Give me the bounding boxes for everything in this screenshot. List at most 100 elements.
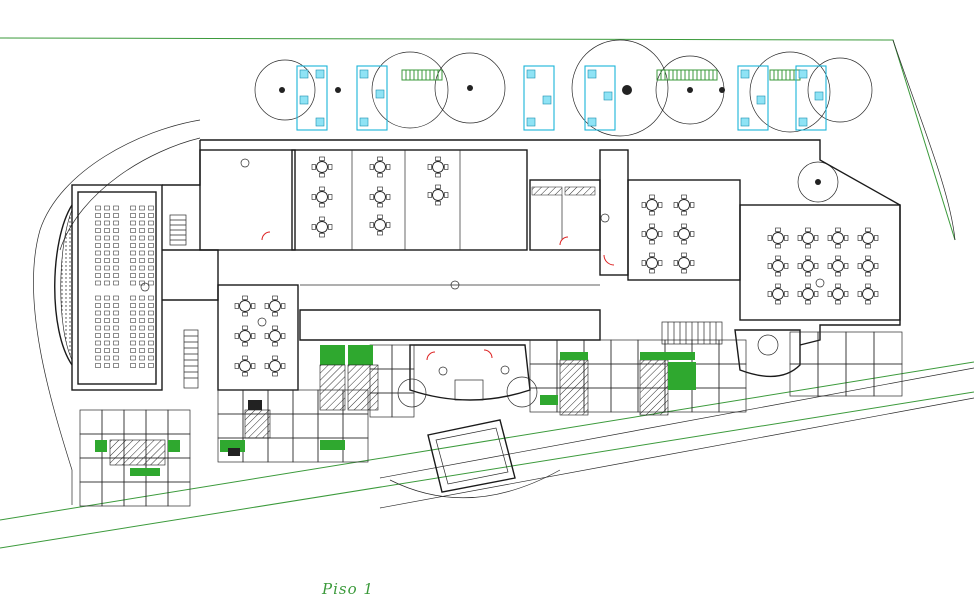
auditorium-seat (104, 243, 110, 248)
auditorium-seat (113, 235, 119, 241)
auditorium-seat (113, 310, 119, 316)
auditorium-seat (130, 318, 136, 323)
paving-tile (691, 363, 720, 389)
paving-tile (242, 437, 269, 463)
auditorium-seat (148, 348, 154, 353)
site-boundary (0, 37, 974, 549)
dining-table-icon (673, 223, 695, 245)
auditorium-seat (104, 340, 110, 346)
paving-tile (610, 339, 639, 365)
garden-terrace (254, 39, 873, 203)
auditorium-seat (113, 333, 119, 338)
auditorium-seat (139, 228, 145, 233)
dining-table-icon (427, 156, 449, 178)
plan-title: Piso 1 (322, 580, 374, 598)
dining-table-icon (427, 184, 449, 206)
auditorium-seat (113, 280, 119, 286)
auditorium-seat (113, 213, 119, 218)
auditorium-seat (95, 265, 101, 271)
paving-tile (217, 413, 244, 439)
door-swing-icon (559, 236, 569, 246)
auditorium-seat (139, 348, 145, 353)
paving-tile (610, 363, 639, 389)
auditorium-seat (130, 205, 136, 211)
paving-tile (817, 363, 847, 397)
auditorium-seat (113, 205, 119, 211)
planter-icon (296, 65, 827, 131)
auditorium-seat (139, 235, 145, 241)
auditorium-seat (95, 310, 101, 316)
auditorium-seat (130, 250, 136, 256)
tree-icon (749, 51, 831, 133)
auditorium-seat (130, 220, 136, 226)
auditorium-seat (139, 265, 145, 271)
paving-tile (267, 413, 294, 439)
auditorium-seat (148, 205, 154, 211)
paving-tile (718, 339, 747, 365)
dining-table-icon (311, 216, 333, 238)
paving-tile (79, 481, 103, 507)
auditorium-seat (113, 348, 119, 353)
landscape-blocks (95, 345, 696, 476)
auditorium-seat (148, 280, 154, 286)
auditorium-seat (148, 318, 154, 323)
auditorium-seat (95, 363, 101, 368)
dining-table-icon (234, 325, 256, 347)
auditorium-seat (113, 303, 119, 308)
auditorium-seat (130, 273, 136, 278)
auditorium-seat (104, 363, 110, 368)
auditorium-seat (139, 295, 145, 301)
walkway (379, 367, 974, 509)
dining-table-icon (234, 295, 256, 317)
auditorium-seat (104, 235, 110, 241)
auditorium-seat (130, 243, 136, 248)
stairs-icon (169, 214, 723, 389)
auditorium-seat (104, 228, 110, 233)
building-walls (54, 139, 901, 401)
auditorium-seat (139, 333, 145, 338)
tree-icon (797, 161, 839, 203)
tree-icon (506, 376, 538, 408)
auditorium-seat (113, 243, 119, 248)
dining-table-icon (641, 194, 663, 216)
auditorium-seat (139, 250, 145, 256)
auditorium-seat (104, 265, 110, 271)
auditorium-seat (95, 340, 101, 346)
tree-icon (434, 52, 506, 124)
paving-tile (610, 387, 639, 413)
auditorium-seat (130, 325, 136, 331)
paving-tile (101, 409, 125, 435)
dining-table-icon (641, 252, 663, 274)
auditorium-seat (104, 325, 110, 331)
paving-tile (292, 389, 319, 415)
auditorium-seat (130, 303, 136, 308)
auditorium (95, 205, 154, 368)
auditorium-seat (95, 280, 101, 286)
paving-tile (529, 339, 558, 365)
paving-tile (267, 389, 294, 415)
paving-tile (167, 409, 191, 435)
paving-tile (873, 331, 903, 365)
paving-tile (817, 331, 847, 365)
paving-tile (718, 387, 747, 413)
auditorium-seat (148, 235, 154, 241)
auditorium-seat (113, 228, 119, 233)
auditorium-seat (139, 318, 145, 323)
paving-tile (79, 409, 103, 435)
auditorium-seat (104, 205, 110, 211)
auditorium-seat (148, 258, 154, 263)
auditorium-seat (148, 243, 154, 248)
paving-tile (691, 339, 720, 365)
auditorium-seat (104, 280, 110, 286)
paving-tile (342, 413, 369, 439)
auditorium-seat (139, 220, 145, 226)
fountain (389, 419, 561, 499)
auditorium-seat (139, 325, 145, 331)
auditorium-seat (139, 273, 145, 278)
auditorium-seat (104, 273, 110, 278)
auditorium-seat (148, 303, 154, 308)
auditorium-seat (113, 363, 119, 368)
dining-table-icon (311, 156, 333, 178)
auditorium-seat (104, 310, 110, 316)
auditorium-seat (104, 318, 110, 323)
